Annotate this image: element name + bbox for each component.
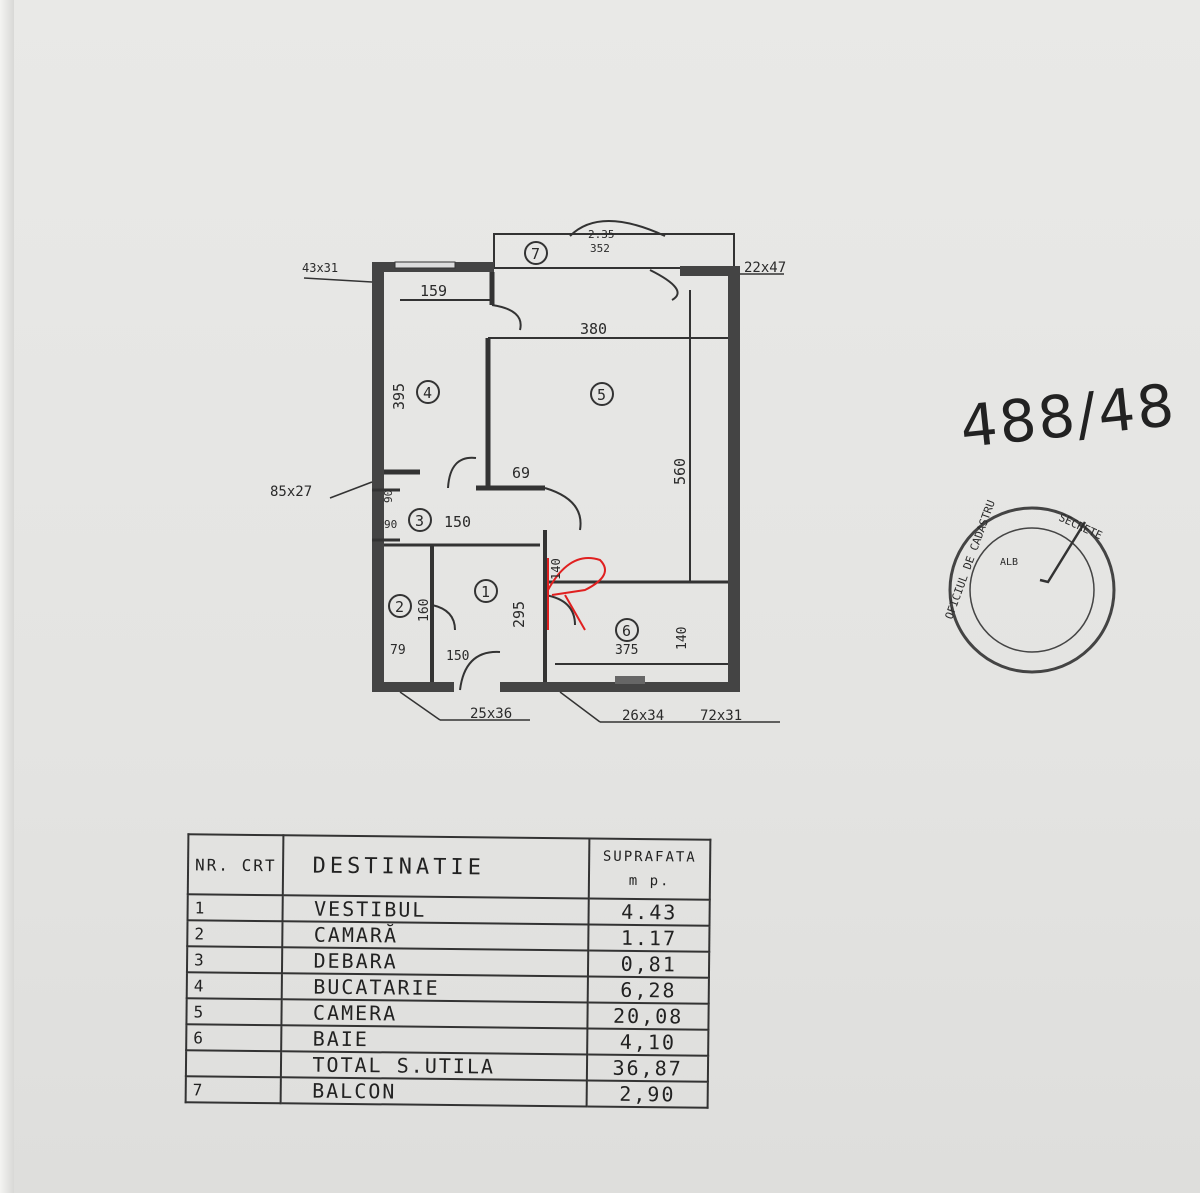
room-number: 4 bbox=[423, 384, 432, 402]
row-suprafata: 1.17 bbox=[588, 924, 710, 952]
cadastre-stamp: OFICIUL DE CADASTRU SECRETE ALB bbox=[943, 498, 1116, 674]
room-dimension: 2.35 bbox=[588, 228, 615, 241]
header-destinatie: DESTINATIE bbox=[283, 835, 590, 899]
room-number: 6 bbox=[622, 622, 631, 640]
row-suprafata: 20,08 bbox=[587, 1002, 709, 1030]
room-dimension: 352 bbox=[590, 242, 610, 255]
balcony-outline bbox=[493, 233, 735, 269]
room-number: 3 bbox=[415, 512, 424, 530]
row-suprafata: 0,81 bbox=[588, 950, 710, 978]
row-nr: 2 bbox=[187, 920, 283, 948]
window-dimension: 22x47 bbox=[744, 260, 786, 276]
stamp-inner-text: ALB bbox=[1000, 557, 1018, 568]
room-number: 7 bbox=[531, 245, 540, 263]
room-dimension: 90 bbox=[382, 490, 395, 503]
room-dimension: 69 bbox=[512, 464, 530, 482]
room-dimension: 140 bbox=[675, 627, 690, 650]
row-nr: 7 bbox=[185, 1076, 282, 1104]
room-dimension: 560 bbox=[671, 458, 689, 485]
outer-wall-top-right bbox=[680, 266, 740, 276]
header-unit: m p. bbox=[628, 872, 671, 890]
row-destinatie: TOTAL S.UTILA bbox=[281, 1051, 588, 1081]
room-dimension: 140 bbox=[549, 558, 563, 580]
balcony-bay bbox=[569, 220, 666, 237]
room-dimension: 380 bbox=[580, 320, 607, 338]
room-number: 5 bbox=[597, 386, 606, 404]
red-stamp-mark bbox=[547, 557, 606, 631]
row-nr bbox=[185, 1050, 282, 1078]
table-header-row: NR. CRT DESTINATIE SUPRAFATA m p. bbox=[187, 834, 711, 900]
row-suprafata: 2,90 bbox=[586, 1080, 708, 1108]
paper-fold-edge bbox=[0, 0, 14, 1193]
row-suprafata: 4.43 bbox=[588, 898, 710, 926]
row-destinatie: DEBARA bbox=[282, 947, 589, 977]
room-dimension: 295 bbox=[510, 601, 528, 628]
outer-wall-right bbox=[728, 272, 740, 690]
row-destinatie: CAMARĂ bbox=[282, 921, 589, 951]
row-nr: 1 bbox=[187, 894, 284, 922]
outer-wall-left bbox=[372, 262, 384, 690]
outer-wall-bottom-left bbox=[372, 682, 454, 692]
area-table: NR. CRT DESTINATIE SUPRAFATA m p. 1 VEST… bbox=[185, 833, 712, 1108]
window-dimension: 26x34 bbox=[622, 708, 664, 724]
row-suprafata: 4,10 bbox=[587, 1028, 709, 1056]
table-row: 7 BALCON 2,90 bbox=[185, 1076, 708, 1108]
row-nr: 4 bbox=[186, 972, 283, 1000]
row-destinatie: BAIE bbox=[281, 1025, 588, 1055]
floor-plan: 7 4 5 3 2 1 6 2.35 352 159 395 380 560 6… bbox=[270, 220, 1116, 724]
header-suprafata-label: SUPRAFATA bbox=[602, 848, 697, 866]
window-dimension: 25x36 bbox=[470, 706, 512, 722]
window-dimension: 43x31 bbox=[302, 261, 338, 275]
window-dimension: 85x27 bbox=[270, 484, 312, 500]
window-dimension: 72x31 bbox=[700, 708, 742, 724]
row-destinatie: BALCON bbox=[281, 1077, 588, 1107]
room-dimension: 159 bbox=[420, 282, 447, 300]
room-number: 1 bbox=[481, 583, 490, 601]
row-suprafata: 6,28 bbox=[587, 976, 709, 1004]
room-number: 2 bbox=[395, 598, 404, 616]
room-dimension: 160 bbox=[417, 599, 432, 622]
row-nr: 6 bbox=[186, 1024, 282, 1052]
room-dimension: 79 bbox=[390, 643, 406, 658]
room-dimension: 90 bbox=[384, 518, 397, 531]
row-destinatie: VESTIBUL bbox=[282, 895, 590, 925]
header-nr: NR. CRT bbox=[187, 834, 284, 896]
room-dimension: 395 bbox=[390, 383, 408, 410]
row-nr: 3 bbox=[186, 946, 283, 974]
room-dimension: 150 bbox=[444, 513, 471, 531]
header-suprafata: SUPRAFATA m p. bbox=[589, 838, 711, 900]
row-nr: 5 bbox=[186, 998, 283, 1026]
room-dimension: 375 bbox=[615, 643, 638, 658]
room-dimension: 150 bbox=[446, 649, 469, 664]
row-destinatie: BUCATARIE bbox=[282, 973, 589, 1003]
outer-wall-bottom-right bbox=[500, 682, 740, 692]
stamp-ring-text: OFICIUL DE CADASTRU bbox=[943, 498, 998, 621]
row-destinatie: CAMERA bbox=[281, 999, 588, 1029]
row-suprafata: 36,87 bbox=[587, 1054, 709, 1082]
